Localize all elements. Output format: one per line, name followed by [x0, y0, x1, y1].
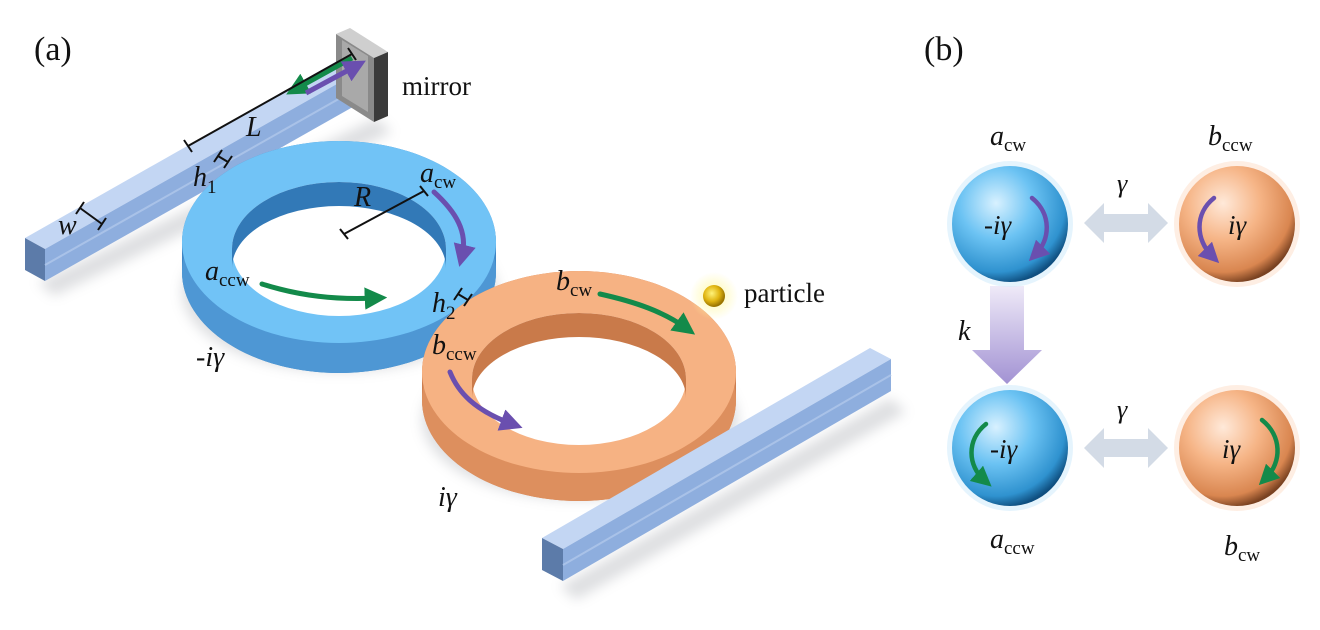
loss-label-a: -iγ: [196, 342, 225, 373]
dim-h1-label: h1: [193, 162, 217, 198]
waveguide-arrows: [286, 55, 366, 96]
node-label-a-ccw: accw: [990, 524, 1035, 559]
node-label-b-cw: bcw: [1224, 531, 1260, 566]
k-coupling-arrow: [972, 286, 1042, 384]
mode-label-a-cw: acw: [420, 158, 456, 193]
node-b-ccw-value: iγ: [1228, 210, 1248, 240]
node-label-a-cw: acw: [990, 121, 1026, 156]
k-label: k: [958, 316, 971, 347]
ring-b: [422, 271, 736, 501]
gain-label-b: iγ: [438, 482, 458, 513]
dimension-h1: [213, 149, 233, 169]
node-a-ccw-value: -iγ: [990, 434, 1018, 464]
mode-label-a-ccw: accw: [205, 256, 250, 291]
node-a-cw-value: -iγ: [984, 210, 1012, 240]
gamma-arrow-top: [1084, 203, 1168, 243]
node-b-cw-value: iγ: [1222, 434, 1242, 464]
dimension-L: [183, 47, 357, 153]
mode-label-b-cw: bcw: [556, 266, 592, 301]
panel-b-label: (b): [924, 31, 964, 68]
dimension-w: [75, 201, 107, 231]
panel-a-label: (a): [34, 31, 72, 68]
panel-a: (a) mirror: [25, 28, 906, 600]
mirror-label: mirror: [402, 71, 471, 101]
dim-h2-label: h2: [432, 288, 456, 324]
mode-label-b-ccw: bccw: [432, 330, 477, 365]
ring-mode-arrows: [259, 189, 696, 431]
node-a-cw: -iγ: [947, 161, 1073, 287]
gamma-arrow-bottom: [1084, 428, 1168, 468]
node-b-ccw: iγ: [1174, 161, 1300, 287]
panel-b: (b) acw bccw accw bcw k γ γ -iγ: [924, 31, 1300, 566]
node-a-ccw: -iγ: [947, 385, 1073, 511]
ring-a: [182, 141, 496, 373]
gamma-label-bottom: γ: [1117, 395, 1128, 424]
dim-L-label: L: [245, 112, 262, 143]
dim-R-label: R: [353, 182, 371, 213]
lower-waveguide: [542, 348, 892, 581]
node-label-b-ccw: bccw: [1208, 121, 1253, 156]
dimension-R: [339, 185, 429, 240]
particle-label: particle: [744, 278, 825, 308]
dim-w-label: w: [58, 210, 77, 241]
particle: [690, 272, 738, 320]
gamma-label-top: γ: [1117, 169, 1128, 198]
dimension-h2: [453, 287, 473, 307]
node-b-cw: iγ: [1174, 385, 1300, 511]
upper-waveguide: [25, 52, 375, 281]
